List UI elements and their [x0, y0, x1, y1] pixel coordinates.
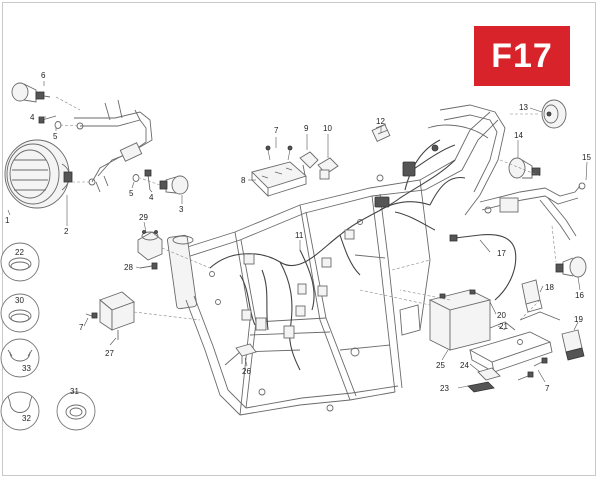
leader-lines	[7, 81, 588, 389]
cable-clip-33	[0, 338, 40, 378]
fuse-holder-9	[299, 151, 319, 176]
washer-5-right	[132, 174, 140, 182]
callout-11: 11	[295, 231, 304, 240]
cable-grommet-31	[56, 391, 96, 431]
callout-23: 23	[440, 384, 449, 393]
motorcycle-frame	[167, 104, 506, 416]
callout-15: 15	[582, 153, 591, 162]
cable-clip-30	[0, 293, 40, 333]
horn	[541, 99, 567, 129]
callout-20: 20	[497, 311, 506, 320]
rear-left-turn-signal	[508, 157, 541, 179]
regulator	[521, 279, 543, 313]
callout-21: 21	[499, 322, 508, 331]
rear-light-bracket	[479, 182, 586, 241]
headlight	[4, 139, 73, 209]
callout-7-coil: 7	[79, 323, 84, 332]
callout-1: 1	[5, 216, 10, 225]
ignition-coil	[99, 291, 135, 340]
bolts-7-tray	[517, 357, 548, 381]
battery-strap	[477, 367, 501, 381]
callout-12: 12	[376, 117, 385, 126]
rubber-pad-23	[467, 381, 495, 393]
callout-29: 29	[139, 213, 148, 222]
callout-4-left: 4	[30, 113, 35, 122]
callout-labels: 1 2 3 4 4 5 5 6 7 7 7 8 9 10 11 12 13 14…	[5, 71, 591, 423]
callout-26: 26	[242, 367, 251, 376]
callout-28: 28	[124, 263, 133, 272]
callout-30: 30	[15, 296, 24, 305]
callout-31: 31	[70, 387, 79, 396]
bolt-7-coil	[85, 312, 98, 319]
battery	[428, 289, 492, 351]
rear-right-turn-signal	[555, 256, 587, 278]
callout-8: 8	[241, 176, 246, 185]
callout-6: 6	[41, 71, 46, 80]
callout-7-tray: 7	[545, 384, 550, 393]
callout-25: 25	[436, 361, 445, 370]
bolt-4-right	[144, 169, 152, 191]
callout-4-right: 4	[149, 193, 154, 202]
cable-clip-32	[0, 391, 40, 431]
callout-3: 3	[179, 205, 184, 214]
callout-18: 18	[545, 283, 554, 292]
callout-9: 9	[304, 124, 309, 133]
callout-14: 14	[514, 131, 523, 140]
installation-lines	[55, 96, 557, 321]
callout-24: 24	[460, 361, 469, 370]
callout-16: 16	[575, 291, 584, 300]
battery-cable	[449, 234, 517, 301]
diagram-frame	[2, 2, 596, 476]
rectifier	[561, 329, 585, 361]
callout-5-left: 5	[53, 132, 58, 141]
front-right-turn-signal	[159, 175, 189, 195]
callout-33: 33	[22, 364, 31, 373]
main-wiring-harness	[209, 139, 466, 371]
callout-2: 2	[64, 227, 69, 236]
callout-32: 32	[22, 414, 31, 423]
section-code-badge: F17	[474, 26, 570, 86]
callout-13: 13	[519, 103, 528, 112]
callout-7-relay: 7	[274, 126, 279, 135]
cable-clip-22	[0, 242, 40, 282]
callout-17: 17	[497, 249, 506, 258]
battery-tray	[468, 311, 561, 373]
starter-relay	[137, 230, 163, 261]
relay-box	[251, 145, 307, 198]
callout-19: 19	[574, 315, 583, 324]
sensor-26	[235, 343, 257, 364]
callout-22: 22	[15, 248, 24, 257]
fuse-10	[317, 157, 339, 180]
callout-5-right: 5	[129, 189, 134, 198]
callout-10: 10	[323, 124, 332, 133]
callout-27: 27	[105, 349, 114, 358]
headlight-bracket	[74, 99, 153, 193]
nut-28	[139, 262, 158, 270]
front-left-turn-signal	[11, 82, 51, 103]
